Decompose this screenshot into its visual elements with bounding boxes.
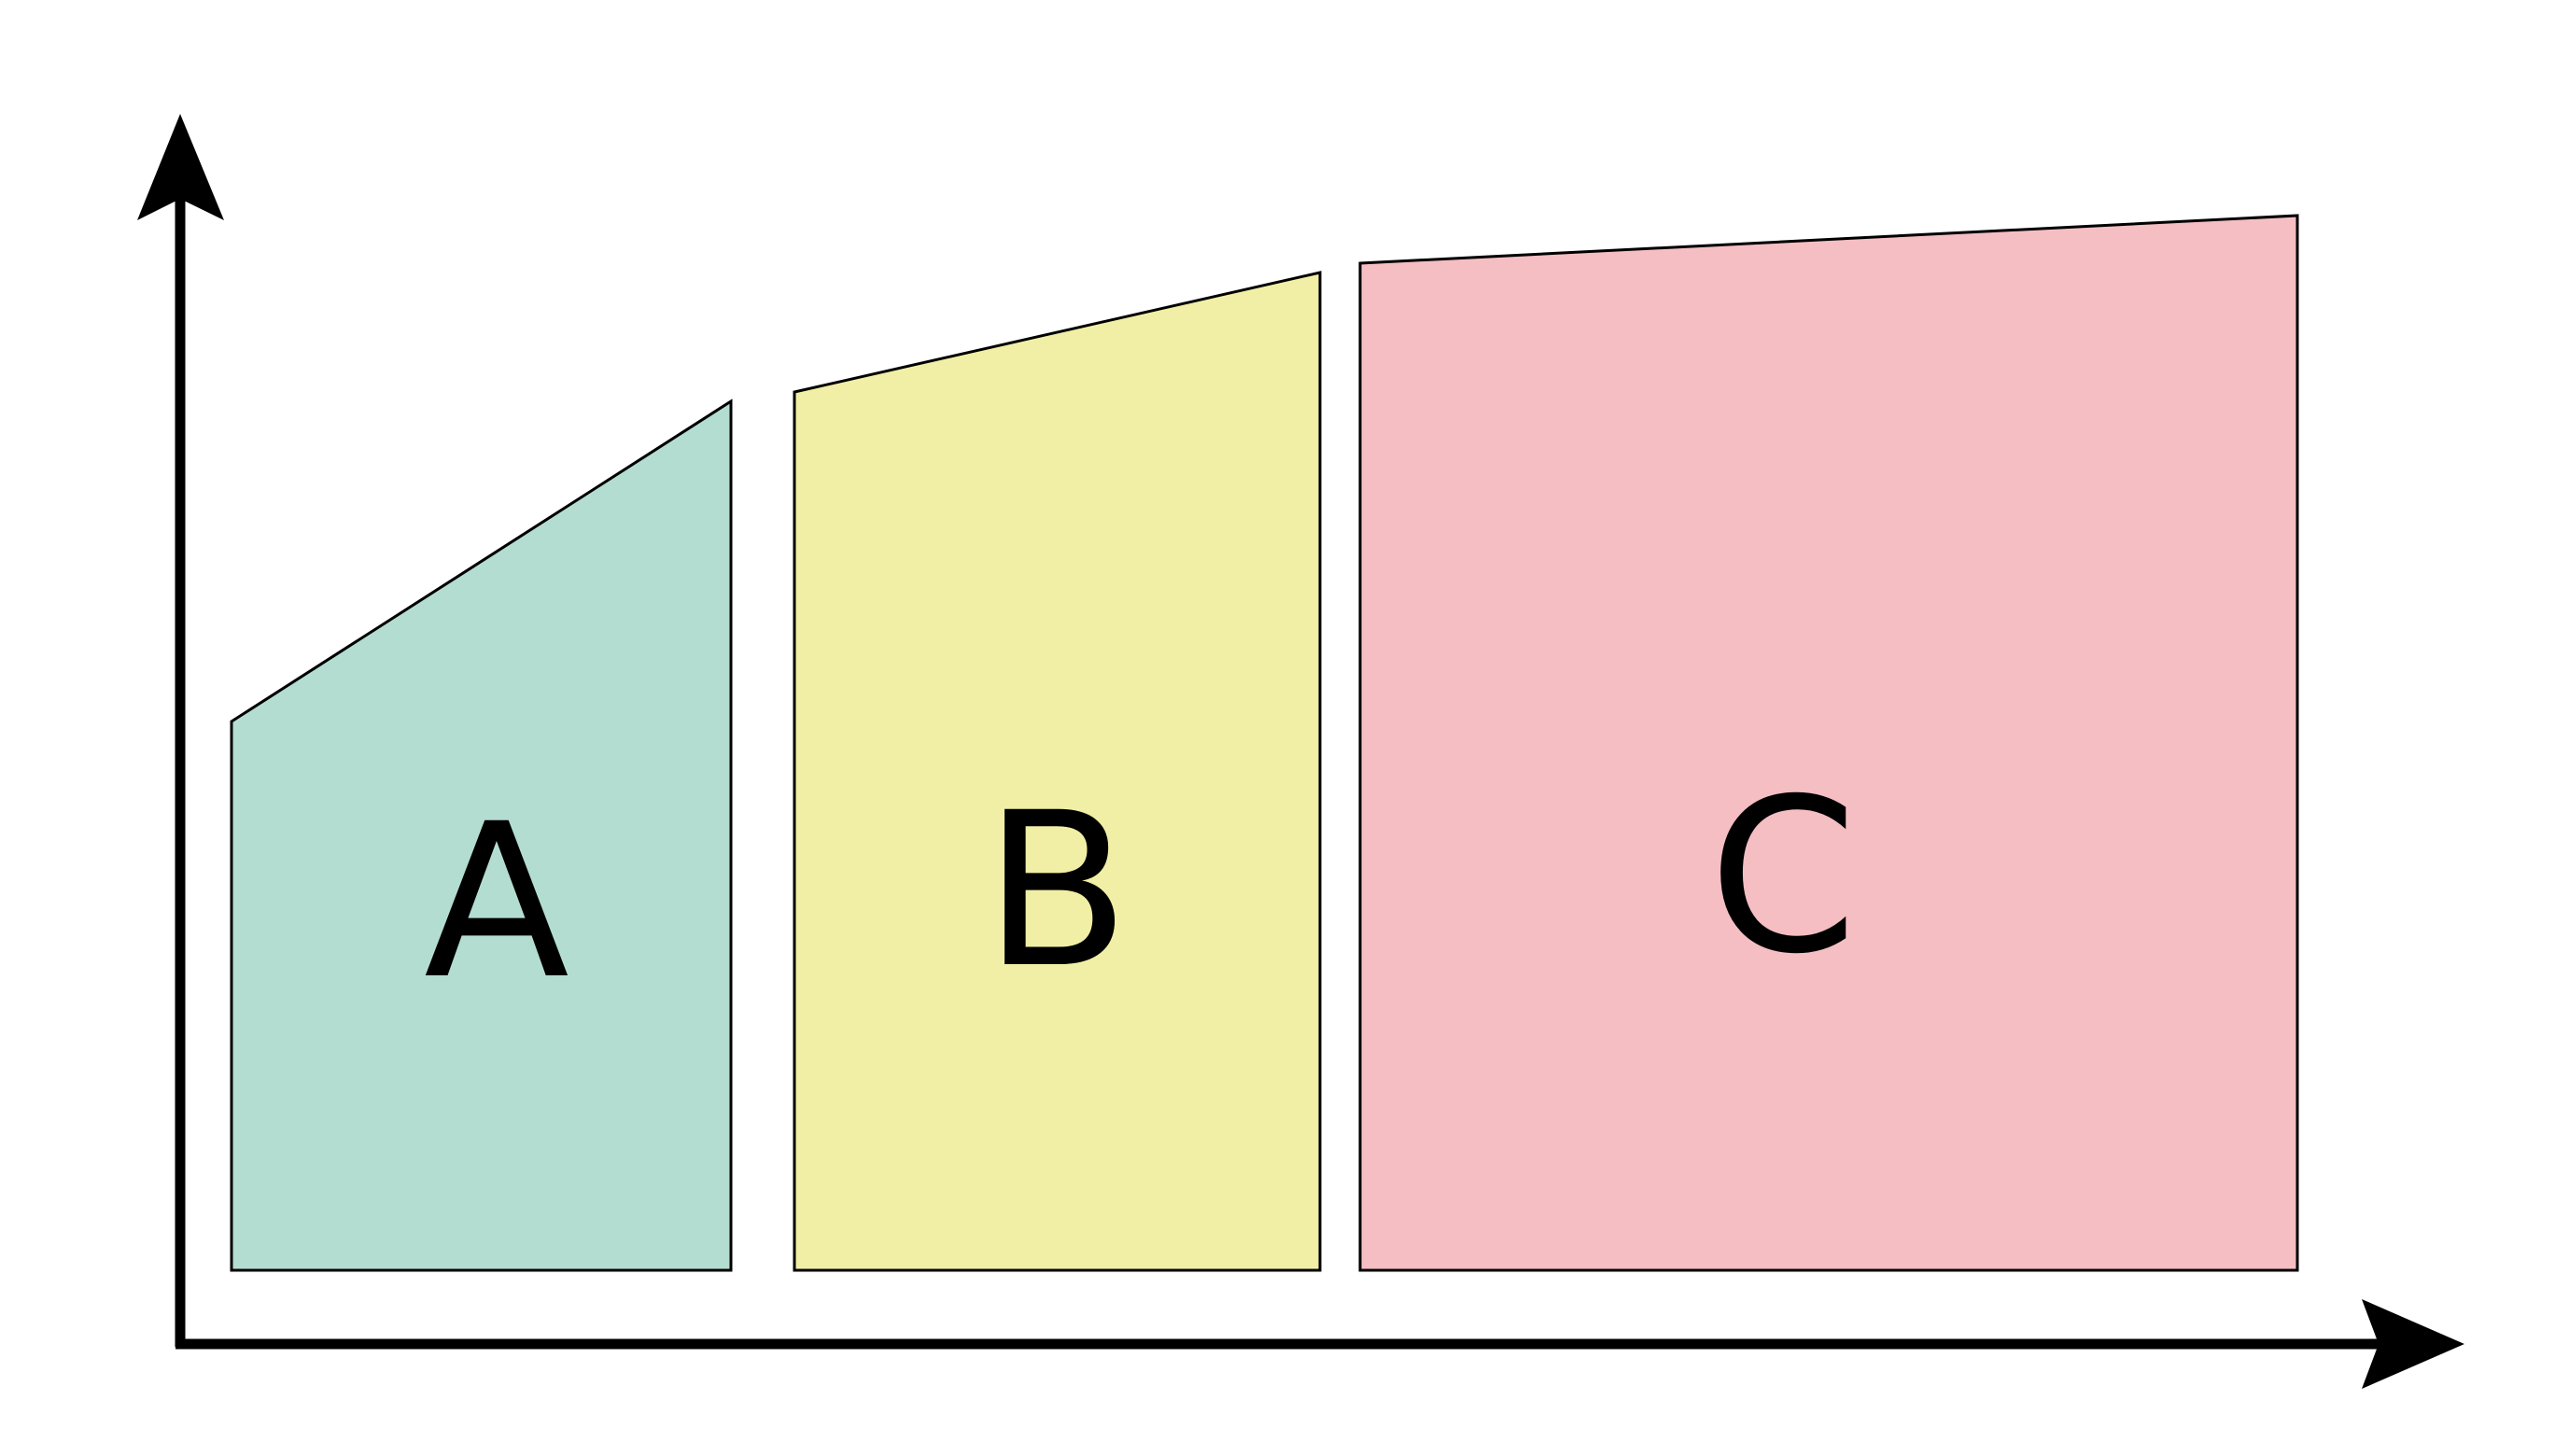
region-b-label: B [984,766,1130,1015]
region-a-shape [230,399,733,1272]
region-c-shape [1358,214,2299,1272]
region-c-label: C [1708,752,1857,1001]
x-axis-arrowhead [2362,1299,2464,1389]
region-b-shape [793,271,1322,1272]
y-axis-arrowhead [137,114,224,220]
region-a-label: A [424,777,569,1026]
